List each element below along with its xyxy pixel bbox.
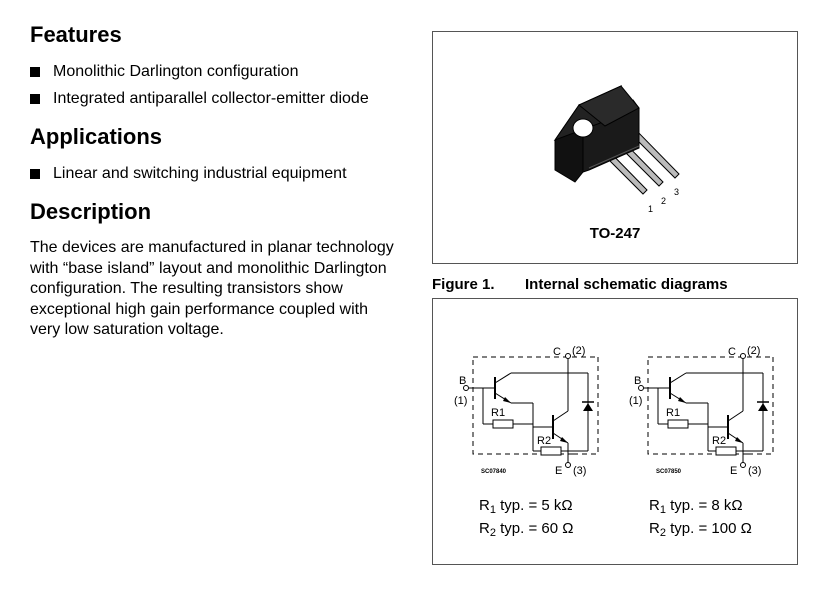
diagram-code: SC07850 bbox=[656, 469, 682, 475]
schematic-diagrams: C (2) B (1) R1 R2 E (3) SC07840 C (2) B … bbox=[454, 345, 774, 477]
svg-text:(1): (1) bbox=[629, 395, 642, 407]
svg-text:(3): (3) bbox=[748, 465, 761, 477]
svg-text:E: E bbox=[730, 465, 737, 477]
r1-value-2: R1 typ. = 8 kΩ bbox=[649, 497, 743, 516]
svg-text:(1): (1) bbox=[454, 395, 467, 407]
svg-text:R2: R2 bbox=[712, 435, 726, 447]
bullet-square-icon bbox=[30, 67, 40, 77]
applications-heading: Applications bbox=[30, 124, 163, 149]
package-box: 1 2 3 TO-247 bbox=[432, 31, 798, 264]
pin-label: 1 bbox=[648, 204, 653, 214]
applications-list: Linear and switching industrial equipmen… bbox=[30, 160, 410, 187]
svg-text:R1: R1 bbox=[491, 407, 505, 419]
package-name: TO-247 bbox=[589, 225, 641, 242]
svg-text:C: C bbox=[728, 346, 736, 358]
features-list: Monolithic Darlington configuration Inte… bbox=[30, 58, 410, 112]
figure-title: Internal schematic diagrams bbox=[525, 276, 728, 293]
schematic-box: C (2) B (1) R1 R2 E (3) SC07840 C (2) B … bbox=[432, 298, 798, 565]
svg-text:(2): (2) bbox=[572, 345, 585, 357]
r1-value-1: R1 typ. = 5 kΩ bbox=[479, 497, 573, 516]
r2-value-2: R2 typ. = 100 Ω bbox=[649, 520, 752, 539]
description-text: The devices are manufactured in planar t… bbox=[30, 239, 394, 338]
list-item: Linear and switching industrial equipmen… bbox=[30, 160, 410, 187]
text-column: Features Monolithic Darlington configura… bbox=[30, 22, 410, 341]
bullet-square-icon bbox=[30, 94, 40, 104]
pin-label: 2 bbox=[661, 196, 666, 206]
to247-package-image: 1 2 3 bbox=[553, 84, 680, 214]
features-heading: Features bbox=[30, 22, 122, 47]
svg-text:(2): (2) bbox=[747, 345, 760, 357]
schematic-diagram-2: C (2) B (1) R1 R2 E (3) SC07850 bbox=[629, 345, 774, 477]
svg-text:R1: R1 bbox=[666, 407, 680, 419]
schematic-diagram-1: C (2) B (1) R1 R2 E (3) SC07840 bbox=[454, 345, 599, 477]
figure-caption: Figure 1. Internal schematic diagrams bbox=[432, 276, 728, 293]
description-heading: Description bbox=[30, 199, 152, 224]
svg-text:(3): (3) bbox=[573, 465, 586, 477]
svg-text:B: B bbox=[459, 375, 466, 387]
list-item: Monolithic Darlington configuration bbox=[30, 58, 410, 85]
r2-value-1: R2 typ. = 60 Ω bbox=[479, 520, 574, 539]
svg-text:R2: R2 bbox=[537, 435, 551, 447]
svg-text:B: B bbox=[634, 375, 641, 387]
svg-text:C: C bbox=[553, 346, 561, 358]
bullet-square-icon bbox=[30, 169, 40, 179]
pin-label: 3 bbox=[674, 187, 679, 197]
svg-text:E: E bbox=[555, 465, 562, 477]
figure-number: Figure 1. bbox=[432, 276, 495, 293]
diagram-code: SC07840 bbox=[481, 469, 507, 475]
list-item: Integrated antiparallel collector-emitte… bbox=[30, 85, 410, 112]
